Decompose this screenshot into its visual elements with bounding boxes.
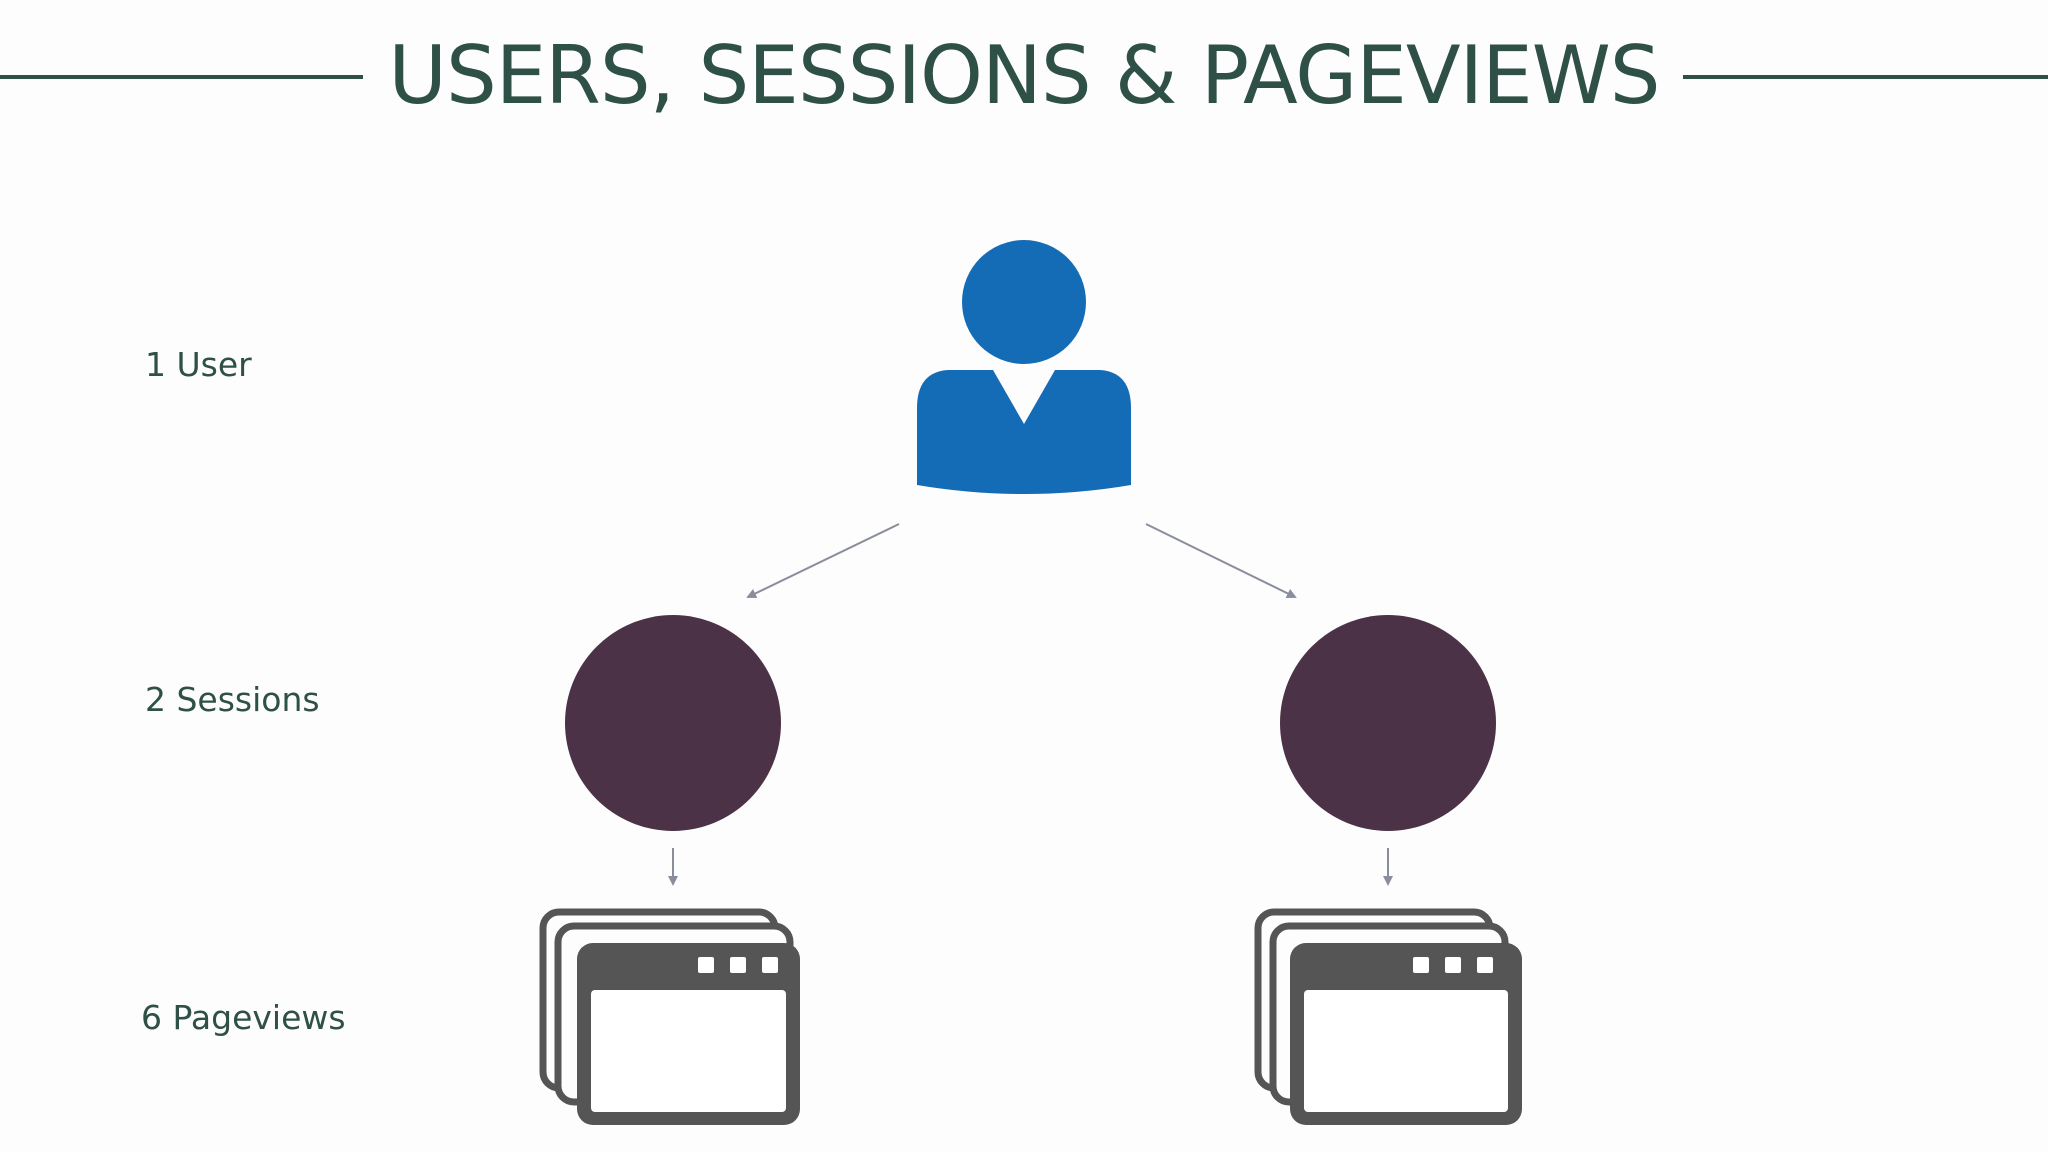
user-head [962, 240, 1086, 364]
pageview-stack-icon-2 [1254, 908, 1522, 1125]
session-circle-1 [565, 615, 781, 831]
arrow-user-to-session-2 [1145, 523, 1297, 598]
arrow-user-to-session-1 [746, 523, 900, 599]
title-rule-right [1683, 75, 2048, 79]
pageviews-count-label: 6 Pageviews [141, 998, 346, 1037]
user-icon [917, 240, 1131, 494]
user-body [917, 370, 1131, 494]
pageview-stack-icon-1 [539, 908, 800, 1125]
session-circle-2 [1280, 615, 1496, 831]
title-rule-left [0, 75, 363, 79]
page-title: USERS, SESSIONS & PAGEVIEWS [388, 29, 1660, 122]
sessions-count-label: 2 Sessions [145, 680, 320, 719]
user-count-label: 1 User [145, 345, 252, 384]
browser-window-front [1290, 943, 1522, 1125]
browser-window-front [577, 943, 800, 1125]
